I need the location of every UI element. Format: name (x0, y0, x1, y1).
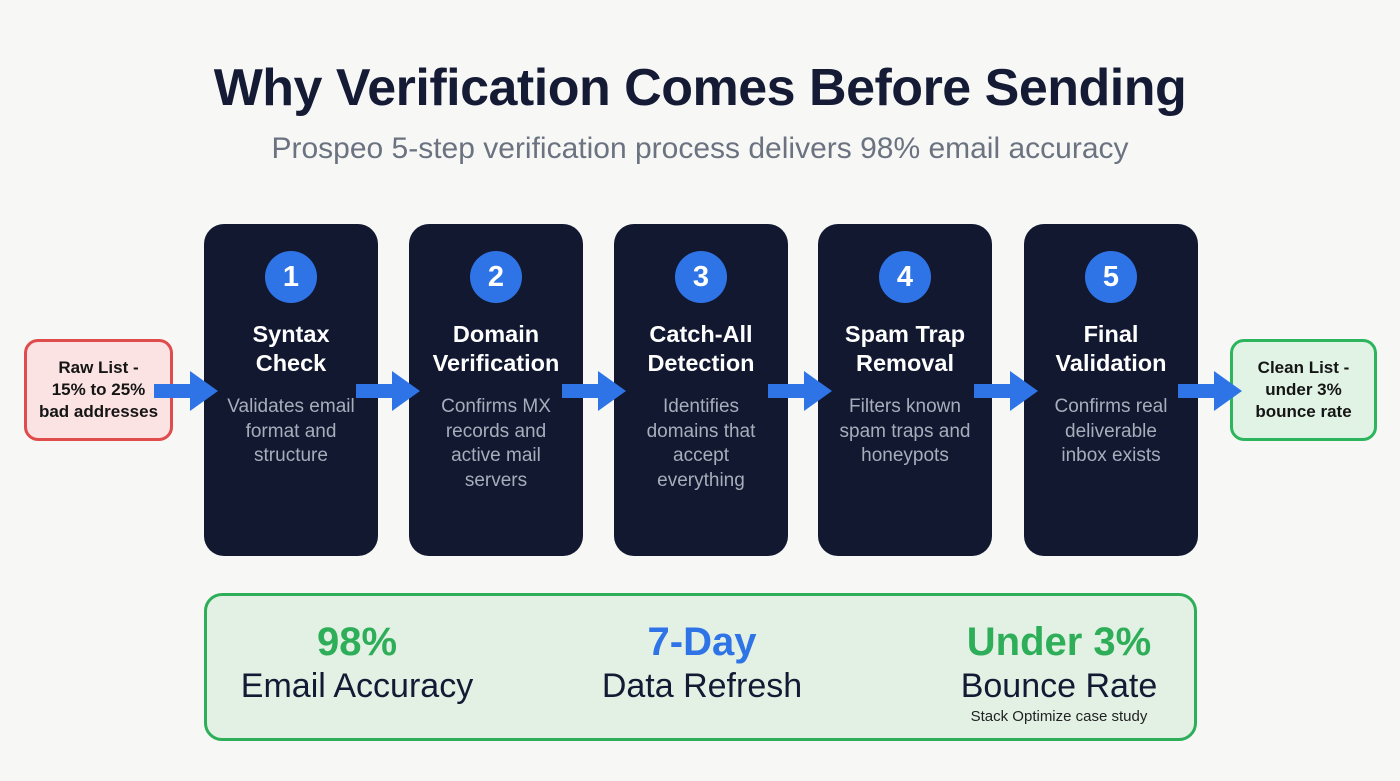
arrow-right-icon (356, 371, 420, 411)
step-title: Catch-All Detection (647, 321, 755, 376)
step-description: Confirms MX records and active mail serv… (441, 396, 551, 491)
page-subtitle: Prospeo 5-step verification process deli… (271, 132, 1129, 165)
stats-panel: 98% Email Accuracy 7-Day Data Refresh Un… (204, 593, 1197, 741)
step-title: Domain Verification (432, 321, 560, 376)
step-description: Filters known spam traps and honeypots (839, 396, 971, 466)
step-number-badge: 5 (1085, 251, 1137, 303)
stat-bounce-rate: Under 3% Bounce Rate Stack Optimize case… (919, 618, 1199, 725)
step-number-badge: 3 (675, 251, 727, 303)
arrow-right-icon (1178, 371, 1242, 411)
stat-email-accuracy: 98% Email Accuracy (217, 618, 497, 706)
arrow-right-icon (768, 371, 832, 411)
arrow-right-icon (154, 371, 218, 411)
step-description: Identifies domains that accept everythin… (646, 396, 756, 491)
step-card-catch-all-detection: 3 Catch-All Detection Identifies domains… (614, 224, 788, 556)
stat-label: Bounce Rate (960, 667, 1158, 705)
step-title: Final Validation (1055, 321, 1167, 376)
stat-data-refresh: 7-Day Data Refresh (562, 618, 842, 706)
step-card-spam-trap-removal: 4 Spam Trap Removal Filters known spam t… (818, 224, 992, 556)
arrow-right-icon (562, 371, 626, 411)
stat-value: 98% (316, 620, 398, 664)
step-card-final-validation: 5 Final Validation Confirms real deliver… (1024, 224, 1198, 556)
stat-value: 7-Day (647, 620, 757, 664)
stat-label: Email Accuracy (240, 667, 474, 705)
step-title: Syntax Check (252, 321, 330, 376)
step-title: Spam Trap Removal (844, 321, 966, 376)
raw-list-box: Raw List - 15% to 25% bad addresses (24, 339, 173, 441)
step-number-badge: 1 (265, 251, 317, 303)
stat-label: Data Refresh (601, 667, 803, 705)
step-description: Confirms real deliverable inbox exists (1054, 396, 1168, 466)
step-number-badge: 2 (470, 251, 522, 303)
stat-value: Under 3% (966, 620, 1152, 664)
step-description: Validates email format and structure (227, 396, 355, 466)
stat-source-note: Stack Optimize case study (970, 708, 1148, 725)
step-card-domain-verification: 2 Domain Verification Confirms MX record… (409, 224, 583, 556)
page-title: Why Verification Comes Before Sending (213, 59, 1187, 117)
step-number-badge: 4 (879, 251, 931, 303)
step-card-syntax-check: 1 Syntax Check Validates email format an… (204, 224, 378, 556)
clean-list-box: Clean List - under 3% bounce rate (1230, 339, 1377, 441)
arrow-right-icon (974, 371, 1038, 411)
